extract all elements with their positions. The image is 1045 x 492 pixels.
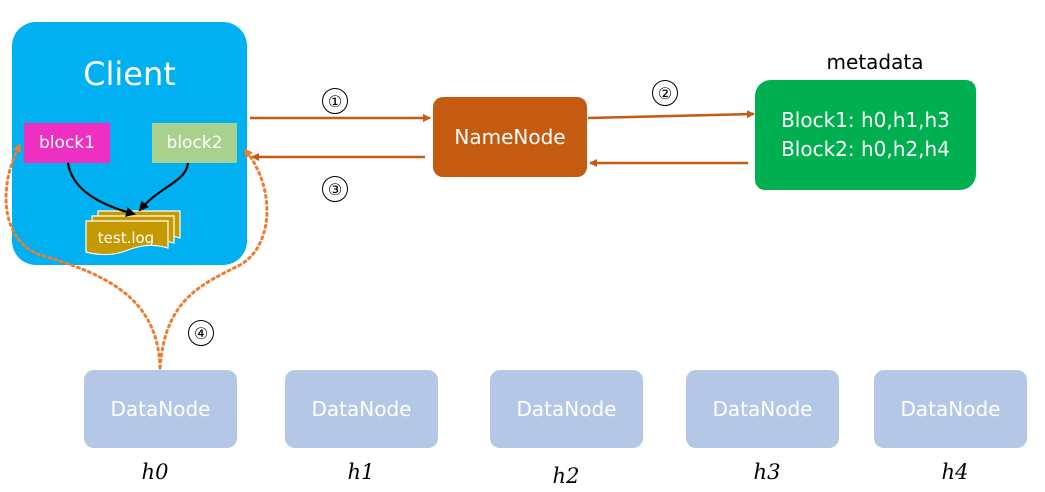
block1-to-file-arrow: [66, 162, 136, 217]
datanode-h0: DataNode: [84, 370, 237, 448]
host-label-h4: h4: [941, 460, 969, 484]
metadata-box: Block1: h0,h1,h3 Block2: h0,h2,h4: [755, 80, 976, 190]
namenode-box: NameNode: [433, 97, 587, 177]
host-label-h1: h1: [347, 460, 375, 484]
test-log-file-icon: [85, 210, 181, 256]
step-3-marker: ③: [322, 176, 348, 202]
step-2-marker: ②: [652, 80, 678, 106]
datanode-to-block1-dotted-path: [4, 143, 162, 370]
datanode-label: DataNode: [516, 397, 617, 421]
block1-box: block1: [24, 123, 110, 163]
datanode-h2: DataNode: [490, 370, 643, 448]
datanode-label: DataNode: [712, 397, 813, 421]
step-4-marker: ④: [188, 320, 214, 346]
datanode-to-block2-dotted-path: [158, 148, 269, 370]
datanode-h3: DataNode: [686, 370, 839, 448]
datanode-label: DataNode: [311, 397, 412, 421]
metadata-title: metadata: [826, 50, 924, 74]
host-label-h2: h2: [552, 464, 580, 488]
namenode-label: NameNode: [454, 125, 566, 149]
metadata-line-2: Block2: h0,h2,h4: [781, 137, 950, 161]
datanode-label: DataNode: [900, 397, 1001, 421]
datanode-label: DataNode: [110, 397, 211, 421]
metadata-line-1: Block1: h0,h1,h3: [781, 108, 950, 132]
datanode-h4: DataNode: [874, 370, 1027, 448]
block2-box: block2: [152, 123, 237, 163]
namenode-to-metadata-arrow: [587, 110, 755, 120]
block2-to-file-arrow: [138, 162, 190, 212]
client-title: Client: [83, 55, 176, 93]
host-label-h0: h0: [141, 460, 169, 484]
datanode-h1: DataNode: [285, 370, 438, 448]
step-1-marker: ①: [322, 88, 348, 114]
host-label-h3: h3: [753, 460, 781, 484]
test-log-label: test.log: [97, 229, 155, 247]
